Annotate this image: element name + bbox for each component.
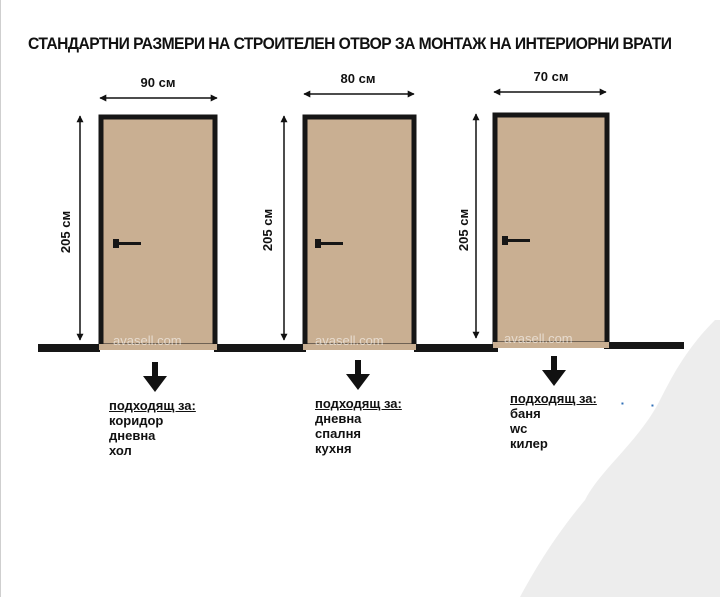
door-handle-icon <box>502 236 530 245</box>
door-floor-gap <box>303 344 416 350</box>
door-90: avasell.com 90 см 205 см <box>58 75 218 350</box>
list-item: килер <box>510 436 548 451</box>
height-label: 205 см <box>58 211 73 253</box>
door-80: avasell.com 80 см 205 см <box>260 71 417 350</box>
suitability-list-90: подходящ за: коридор дневна хол <box>109 398 196 458</box>
down-arrow-icon <box>143 362 167 392</box>
list-item: дневна <box>315 411 362 426</box>
suitability-list-70: подходящ за: баня wc килер <box>510 391 597 451</box>
width-label: 90 см <box>141 75 176 90</box>
suitable-heading: подходящ за: <box>510 391 597 406</box>
decorative-mark: ▪ <box>621 399 624 408</box>
list-item: кухня <box>315 441 352 456</box>
list-item: хол <box>109 443 132 458</box>
floor-segment <box>38 344 100 352</box>
floor-segment <box>604 342 684 349</box>
left-border <box>0 0 1 597</box>
watermark: avasell.com <box>113 333 182 348</box>
width-label: 70 см <box>534 69 569 84</box>
decorative-swoosh <box>520 320 720 597</box>
watermark: avasell.com <box>504 331 573 346</box>
list-item: спалня <box>315 426 362 441</box>
list-item: баня <box>510 406 541 421</box>
height-label: 205 см <box>456 209 471 251</box>
door-floor-gap <box>99 344 217 350</box>
door-panel <box>98 114 218 349</box>
decorative-mark: ▪ <box>651 401 654 410</box>
suitability-list-80: подходящ за: дневна спалня кухня <box>315 396 402 456</box>
floor-segment <box>414 344 498 352</box>
door-panel <box>492 112 610 347</box>
door-floor-gap <box>493 342 609 348</box>
suitable-heading: подходящ за: <box>109 398 196 413</box>
width-label: 80 см <box>341 71 376 86</box>
list-item: wc <box>510 421 528 436</box>
down-arrow-icon <box>346 360 370 390</box>
height-label: 205 см <box>260 209 275 251</box>
door-70: avasell.com 70 см 205 см <box>456 69 610 348</box>
door-handle-icon <box>113 239 141 248</box>
floor-segment <box>214 344 306 352</box>
list-item: коридор <box>109 413 164 428</box>
watermark: avasell.com <box>315 333 384 348</box>
down-arrow-icon <box>542 356 566 386</box>
list-item: дневна <box>109 428 156 443</box>
door-handle-icon <box>315 239 343 248</box>
suitable-heading: подходящ за: <box>315 396 402 411</box>
door-panel <box>302 114 417 349</box>
page-title: СТАНДАРТНИ РАЗМЕРИ НА СТРОИТЕЛЕН ОТВОР З… <box>28 34 672 53</box>
